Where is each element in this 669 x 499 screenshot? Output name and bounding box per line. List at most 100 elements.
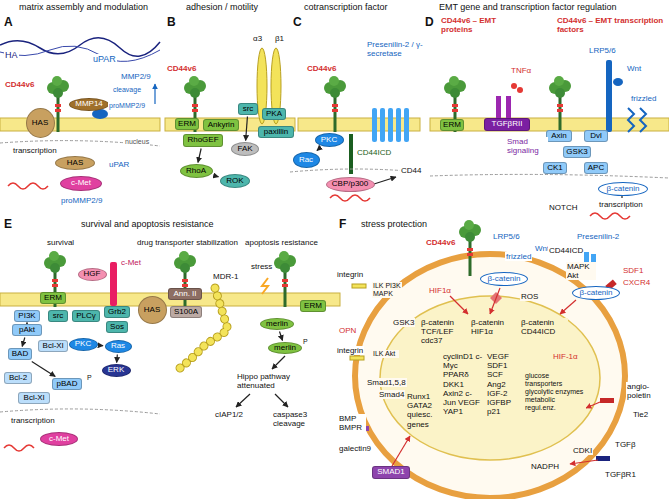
node-text: Ankyrin bbox=[208, 121, 235, 129]
label: frizzled bbox=[505, 252, 532, 261]
protein-box: pBAD bbox=[52, 378, 82, 390]
protein-oval: ERK bbox=[102, 364, 131, 377]
membrane bbox=[0, 118, 160, 131]
node-text: RhoGEF bbox=[187, 136, 218, 144]
label: Presenilin-2 / γ-secretase bbox=[366, 40, 430, 58]
panel-title: stress protection bbox=[360, 219, 428, 229]
label: TGFβ bbox=[614, 440, 637, 449]
protein-oval: CBP/p300 bbox=[326, 177, 375, 192]
protein-box: CK1 bbox=[543, 162, 567, 174]
receptors bbox=[600, 398, 614, 403]
protein-box: S100A bbox=[170, 306, 202, 318]
label: CD44v6 – EMT proteins bbox=[440, 16, 514, 34]
node-text: PKA bbox=[266, 110, 282, 118]
node-text: ERM bbox=[443, 121, 461, 129]
label: CD44v6 bbox=[306, 64, 337, 73]
label: galectin9 bbox=[338, 444, 372, 453]
arrow-connector bbox=[116, 355, 118, 363]
arrows bbox=[155, 84, 622, 466]
node-text: S100A bbox=[174, 308, 198, 316]
protein-box: Bcl-2 bbox=[4, 372, 32, 384]
label: cyclinD1 c-Myc PPARδ DKK1 Axin2 c-Jun VE… bbox=[442, 352, 484, 416]
label: Smad signaling bbox=[506, 137, 548, 155]
receptors bbox=[459, 220, 481, 276]
dna bbox=[330, 195, 370, 201]
protein-box: src bbox=[238, 103, 258, 115]
panel-title: cotranscription factor bbox=[303, 2, 389, 12]
receptors bbox=[352, 284, 366, 288]
node-text: HAS bbox=[144, 306, 160, 314]
node-text: PKC bbox=[75, 340, 91, 348]
protein-oval: Rac bbox=[293, 152, 320, 168]
arrows bbox=[586, 402, 600, 408]
label: CDKI bbox=[572, 446, 593, 455]
label: c-Met bbox=[120, 258, 142, 267]
protein-oval: HAS bbox=[138, 296, 167, 324]
receptors bbox=[613, 78, 623, 86]
node-text: HAS bbox=[32, 119, 48, 127]
nucleus-boundary bbox=[0, 141, 669, 414]
node-text: FAK bbox=[237, 145, 252, 153]
node-text: pAkt bbox=[19, 326, 35, 334]
node-text: β-catenin bbox=[487, 275, 520, 283]
protein-oval: RhoA bbox=[180, 164, 213, 178]
arrow-connector bbox=[198, 149, 201, 163]
arrow-connector bbox=[317, 149, 319, 151]
receptors bbox=[175, 288, 228, 372]
arrows bbox=[570, 460, 598, 464]
protein-box: ERM bbox=[440, 119, 464, 131]
receptors bbox=[628, 108, 646, 132]
panel-letter: D bbox=[424, 16, 435, 30]
outlined-oval: β-catenin bbox=[480, 272, 528, 286]
protein-box: Bcl-Xl bbox=[38, 340, 68, 352]
protein-box: Grb2 bbox=[104, 306, 130, 318]
receptors bbox=[511, 83, 517, 89]
label: apoptosis resistance bbox=[244, 238, 319, 247]
label: β1 bbox=[274, 34, 285, 43]
label: survival bbox=[46, 238, 75, 247]
protein-box: pAkt bbox=[12, 324, 42, 336]
receptors bbox=[175, 288, 228, 372]
label: SDF1 bbox=[622, 266, 644, 275]
arrow-connector bbox=[32, 362, 56, 377]
label: BMP BMPR bbox=[338, 414, 366, 432]
label: HIF-1α bbox=[552, 352, 579, 361]
label: nucleus bbox=[124, 138, 150, 146]
label: ILK PI3K MAPK bbox=[372, 282, 402, 298]
label: ROS bbox=[520, 292, 539, 301]
protein-box: PI3K bbox=[14, 310, 40, 322]
panel-letter: B bbox=[166, 16, 177, 30]
protein-box: SMAD1 bbox=[372, 466, 410, 479]
panel-title: HA bbox=[4, 50, 19, 60]
node-text: src bbox=[53, 312, 64, 320]
protein-oval: Ras bbox=[105, 340, 132, 353]
node-text: c-Met bbox=[49, 435, 69, 443]
label: uPAR bbox=[108, 160, 130, 169]
nucleus-boundary bbox=[0, 409, 160, 414]
receptors bbox=[396, 108, 401, 142]
receptors bbox=[517, 87, 523, 93]
label: GSK3 bbox=[392, 318, 415, 327]
protein-oval: c-Met bbox=[40, 432, 78, 446]
label: OPN bbox=[338, 326, 357, 335]
receptors bbox=[388, 108, 393, 142]
arrows bbox=[374, 177, 396, 184]
outlined-oval: β-catenin bbox=[598, 182, 648, 196]
cell bbox=[355, 254, 625, 498]
protein-oval: merlin bbox=[268, 342, 302, 354]
protein-oval: ROK bbox=[220, 174, 250, 188]
protein-box: Ann. II bbox=[168, 288, 202, 300]
arrows bbox=[560, 300, 576, 314]
protein-box: ERM bbox=[300, 300, 326, 312]
label: stress bbox=[250, 262, 273, 271]
receptors bbox=[496, 96, 501, 120]
panel-letter: C bbox=[292, 16, 303, 30]
label: Hippo pathway attenuated bbox=[236, 372, 300, 390]
receptors bbox=[350, 356, 364, 360]
receptors bbox=[110, 262, 117, 306]
protein-box: src bbox=[48, 310, 68, 322]
receptors bbox=[262, 278, 268, 294]
node-text: ERM bbox=[44, 294, 62, 302]
protein-box: Ankyrin bbox=[203, 119, 239, 131]
